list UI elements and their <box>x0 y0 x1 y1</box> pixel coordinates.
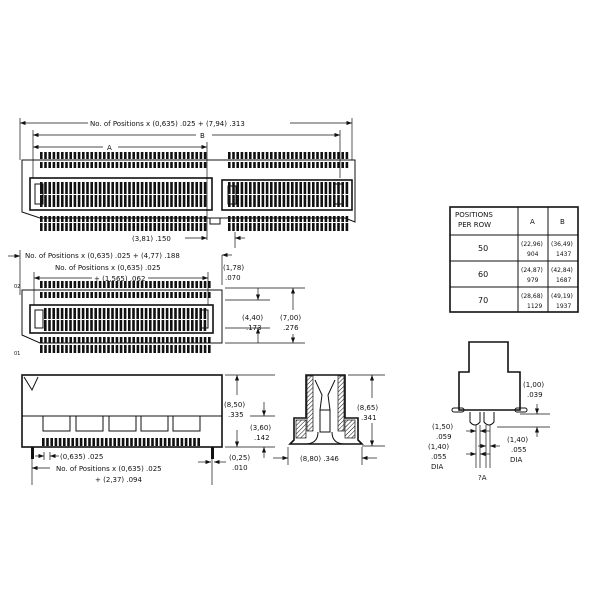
dim-025-mm: (0,25) <box>229 454 250 462</box>
dim-360-in: .142 <box>254 434 270 442</box>
table-cell-b-mm: (49,19) <box>551 293 573 300</box>
table-cell-b-mm: (42,84) <box>551 267 573 274</box>
table-cell-a-in: 1129 <box>527 303 542 310</box>
dim-700-mm: (7,00) <box>280 314 301 322</box>
top-view-cavity-right <box>221 179 353 211</box>
dim-140-right-in: .055 <box>511 446 527 454</box>
table-cell-a-in: 904 <box>527 251 539 258</box>
end-view-body <box>21 289 223 344</box>
dim-150-mm: (1,50) <box>432 423 453 431</box>
dim-025-in: .010 <box>232 464 248 472</box>
end-view-cavity <box>29 304 214 334</box>
side-view: (8,65) .341 (8,80) .346 <box>273 374 385 465</box>
dim-150-in: .059 <box>436 433 452 441</box>
pin-label-01: 01 <box>14 351 20 357</box>
dim-440-in: .173 <box>246 324 262 332</box>
dim-178-mm: (1,78) <box>223 264 244 272</box>
table-cell-a-mm: (22,96) <box>521 241 543 248</box>
top-view: No. of Positions x (0,635) .025 + (7,94)… <box>19 118 356 248</box>
dim-850-mm: (8,50) <box>224 401 245 409</box>
end-view: 02 01 No. of Positions x (0,635) .025 + … <box>8 250 305 357</box>
dim-880: (8,80) .346 <box>300 455 339 463</box>
table-row: 60 (24,87) 979 (42,84) 1687 <box>478 267 573 284</box>
end-inner-dim-line2: + (1,565) .062 <box>94 275 145 283</box>
dim-140-right-mm: (1,40) <box>507 436 528 444</box>
dim-140-right-dia: DIA <box>510 456 522 464</box>
dim-700-in: .276 <box>283 324 299 332</box>
pitch-dim: (0,635) .025 <box>60 453 103 461</box>
end-view-latch-left <box>34 309 44 329</box>
dim-140-left-in: .055 <box>431 453 447 461</box>
detail-view-body <box>458 341 521 411</box>
front-view-pins <box>42 438 200 446</box>
dim-850-in: .335 <box>228 411 244 419</box>
dim-100-in: .039 <box>527 391 543 399</box>
table-header-positions: POSITIONS <box>455 211 493 219</box>
front-view: (0,635) .025 No. of Positions x (0,635) … <box>21 374 275 485</box>
detail-view: (1,00) .039 (1,50) .059 (1,40) .055 DIA … <box>428 341 550 482</box>
table-cell-b-mm: (36,49) <box>551 241 573 248</box>
end-view-pins <box>40 281 211 353</box>
table-cell-positions: 60 <box>478 270 488 279</box>
dim-440-mm: (4,40) <box>242 314 263 322</box>
dim-865-in: .341 <box>361 414 377 422</box>
table-cell-a-in: 979 <box>527 277 539 284</box>
table-cell-positions: 50 <box>478 244 488 253</box>
top-view-latch-mid <box>227 185 237 205</box>
front-window <box>172 415 201 432</box>
pin-label-02: 02 <box>14 284 20 290</box>
end-overall-dim: No. of Positions x (0,635) .025 + (4,77)… <box>25 252 180 260</box>
top-view-latch-right <box>333 183 343 205</box>
table-cell-b-in: 1437 <box>556 251 571 258</box>
table-header-b: B <box>560 218 565 226</box>
table-header-a: A <box>530 218 535 226</box>
table-row: 50 (22,96) 904 (36,49) 1437 <box>478 241 573 258</box>
table-cell-b-in: 1687 <box>556 277 571 284</box>
side-view-body <box>288 374 364 445</box>
front-window <box>108 415 137 432</box>
table-cell-positions: 70 <box>478 296 488 305</box>
front-view-windows <box>42 415 201 432</box>
front-window <box>75 415 104 432</box>
front-view-body <box>21 374 223 448</box>
top-view-cavity-left <box>29 177 213 211</box>
top-overall-dim: No. of Positions x (0,635) .025 + (7,94)… <box>90 120 245 128</box>
top-view-pins <box>40 152 349 231</box>
dim-140-left-dia: DIA <box>431 463 443 471</box>
front-length-dim-line2: + (2,37) .094 <box>95 476 142 484</box>
dim-178-in: .070 <box>225 274 241 282</box>
positions-table: POSITIONS PER ROW A B 50 (22,96) 904 (36,49… <box>449 206 579 313</box>
dim-360-mm: (3,60) <box>250 424 271 432</box>
detail-label: ?A <box>478 474 487 482</box>
table-cell-a-mm: (24,87) <box>521 267 543 274</box>
end-inner-dim-line1: No. of Positions x (0,635) .025 <box>55 264 161 272</box>
front-window <box>42 415 71 432</box>
top-view-latch-left <box>34 183 44 205</box>
dim-a-label: A <box>107 144 112 152</box>
top-gap-dim: (3,81) .150 <box>132 235 171 243</box>
dim-140-left-mm: (1,40) <box>428 443 449 451</box>
dim-865-mm: (8,65) <box>357 404 378 412</box>
table-header-per-row: PER ROW <box>458 221 491 229</box>
front-window <box>140 415 169 432</box>
dim-b-label: B <box>200 132 205 140</box>
top-view-body <box>21 159 356 225</box>
table-cell-a-mm: (28,68) <box>521 293 543 300</box>
table-row: 70 (28,68) 1129 (49,19) 1937 <box>478 293 573 310</box>
table-cell-b-in: 1937 <box>556 303 571 310</box>
pin1-triangle-marker <box>23 376 39 392</box>
front-length-dim-line1: No. of Positions x (0,635) .025 <box>56 465 162 473</box>
dim-100-mm: (1,00) <box>523 381 544 389</box>
end-view-latch-right <box>199 309 209 329</box>
